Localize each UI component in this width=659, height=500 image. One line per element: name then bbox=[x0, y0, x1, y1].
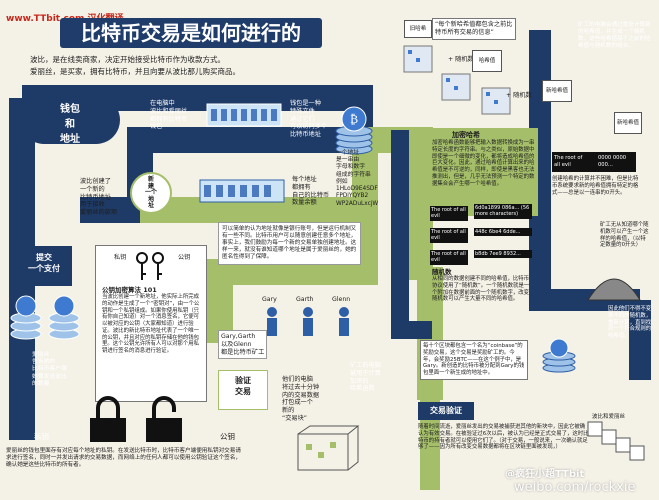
intro: 波比，是在线卖商家，决定开始接受比特币作为收款方式。 爱丽丝，是买家，拥有比特币… bbox=[30, 54, 310, 78]
miner-name-garth: Garth bbox=[296, 296, 314, 303]
winner-coin-stack-icon bbox=[542, 338, 576, 373]
weibo-handle: @疯狂小超TTbit bbox=[505, 469, 585, 480]
verify-label: 验证 交易 bbox=[218, 370, 268, 410]
miner-name-gary: Gary bbox=[262, 296, 277, 303]
block-cube-icon bbox=[297, 425, 360, 471]
public-key-label: 公钥 bbox=[178, 254, 191, 261]
verify-label-text: 验证 交易 bbox=[235, 376, 251, 396]
wallet-label: 钱包 和 地址 bbox=[60, 104, 80, 145]
hash-block-note: “每个新哈希值都包含之前比特币所有交易的信息” bbox=[432, 18, 516, 40]
intro-line-2: 爱丽丝，是买家，拥有比特币，并且向要从波比那儿购买商品。 bbox=[30, 67, 240, 76]
random-text: 从相同的数据创建不同的哈希值，比特币协议使用了“随机数”。一个随机数就是一个附加… bbox=[432, 276, 530, 303]
miner-note: Gary,Garth 以及Glenn 都是比特币矿工 bbox=[218, 330, 268, 360]
grind-note: 因此他们不得不变换不同的随机数，重新计算，直到找到一个符合规则的哈希值。 bbox=[608, 306, 652, 339]
payment-coin-stacks-icon bbox=[10, 295, 80, 340]
payment-footer-text: 爱丽丝的钱包里面存有对应每个地址的私钥。在发送比特币时，比特币客户端便用私钥对交… bbox=[6, 448, 241, 468]
zeros-sample: The root of all evil 0000 0000 000... bbox=[552, 152, 636, 172]
crypto-hash-panel bbox=[428, 128, 538, 216]
zeros-note: 创建哈希的计算并不困难，但是比特币系统要求新的哈希值拥有特定的格式——总是以一连… bbox=[552, 176, 639, 196]
new-hash-box: 新哈希值 bbox=[542, 80, 572, 102]
hash-value-label: 哈希值 bbox=[478, 58, 496, 64]
new-address-badge: 新 建 一个 地 址 bbox=[130, 172, 172, 214]
miner-name-glenn: Glenn bbox=[332, 296, 351, 303]
hash-old-tag-text: 旧哈希 bbox=[409, 26, 427, 32]
root-text-1: The root of all evil bbox=[430, 206, 468, 221]
crypto-101-card: 私钥 公钥 公钥加密算法 101 当波比创建一个新地址，他实际上所完成的动作是生… bbox=[95, 245, 207, 402]
svg-text:₿: ₿ bbox=[350, 112, 358, 126]
zeros-root-text: The root of all evil bbox=[554, 155, 583, 168]
wallet-label-area: 钱包 和 地址 bbox=[20, 96, 120, 145]
keys-icon bbox=[136, 252, 164, 280]
hash-output-3: b8db 7ee9 8932... bbox=[474, 250, 532, 259]
hash-example-rows: The root of all evil 6d0a1899 086a... (5… bbox=[430, 204, 532, 266]
hash-old-tag: 旧哈希 bbox=[404, 20, 432, 38]
intro-line-1: 波比，是在线卖商家，决定开始接受比特币作为收款方式。 bbox=[30, 55, 225, 64]
hash-value-box: 哈希值 bbox=[472, 50, 502, 72]
random-title: 随机数 bbox=[432, 268, 452, 276]
wallet-note-5: 每个地址 都拥有 自己的比特币 数量余额 bbox=[292, 176, 330, 207]
hash-row-1: The root of all evil 6d0a1899 086a... (5… bbox=[430, 204, 532, 222]
crypto-hash-title: 加密哈希 bbox=[452, 131, 480, 139]
zeros-value: 0000 0000 000... bbox=[598, 155, 627, 168]
locks-icon bbox=[90, 396, 182, 442]
hash-output-2: 448c 6be4 6dde... bbox=[474, 228, 532, 237]
alice-note: 爱丽丝 告诉她的 比特币客户端 她要发送波比 的数量 bbox=[32, 352, 67, 387]
hash-note: 矿工的电脑 被用于计算 加密的 哈希函数 bbox=[350, 362, 381, 393]
transaction-verified-text: 交易验证 bbox=[430, 406, 462, 415]
miners-row: Gary Garth Glenn bbox=[262, 296, 372, 326]
new-hash-label: 新哈希值 bbox=[545, 88, 568, 94]
wallet-note-1: 在电脑中 波比和爱丽丝 都拥有比特币 钱包 bbox=[150, 100, 188, 131]
blocks-stack-icon bbox=[587, 421, 645, 461]
hash-chain-icon bbox=[403, 45, 511, 115]
wallet-note-2: 钱包是一种 特殊文件 通过它们 可以访问多个 比特币地址 bbox=[290, 100, 328, 138]
wallet-servers-2-icon bbox=[199, 179, 285, 203]
hash-row-3: The root of all evil b8db 7ee9 8932... bbox=[430, 248, 532, 266]
wallet-note-4: 波比创建了 一个新的 比特币地址 用于接收 爱丽丝的款项 bbox=[80, 178, 118, 216]
hash-row-2: The root of all evil 448c 6be4 6dde... bbox=[430, 226, 532, 244]
new-hash-box-2: 新哈希值 bbox=[614, 112, 642, 134]
crypto-101-text: 当波比创建一个新地址，他实际上所完成的动作是生成了一个“密钥对”，由一个公钥和一… bbox=[102, 294, 200, 354]
coin-heap-icon bbox=[587, 278, 641, 301]
wallet-servers-icon bbox=[206, 103, 282, 127]
new-hash-label-2: 新哈希值 bbox=[616, 120, 639, 126]
crypto-hash-text: 加密哈希函数能够把输入数据转换成为一串特定长度的字符串。与之类似，原始数据中即使… bbox=[432, 140, 535, 187]
page-title-text: 比特币交易是如何进行的 bbox=[81, 21, 301, 45]
watermark: weibo.com/rockxie bbox=[514, 480, 636, 495]
hash-miner-note: 矿工的电脑会通过重复计算新的哈希值，并生成一个随机数，这些哈希值基于之前的哈希值… bbox=[578, 22, 651, 49]
submit-payment-text: 提交 一个支付 bbox=[28, 253, 60, 273]
miners-icon bbox=[267, 307, 349, 336]
final-text: 随着时间流逝，爱丽丝发出的交易被捕获进其他的新块中，因此它被确认为有效交易。在被… bbox=[418, 424, 589, 451]
coinbase-text: 每十个区块都包含一个名为“coinbase”的奖励交易，这个交易是奖励矿工的。今… bbox=[420, 340, 528, 380]
payment-private-key-label: 私钥 bbox=[34, 432, 49, 441]
page-title: 比特币交易是如何进行的 bbox=[60, 18, 322, 48]
root-text-3: The root of all evil bbox=[430, 250, 468, 265]
private-key-label: 私钥 bbox=[114, 254, 127, 261]
bank-note: 可以简单的认为地址就像是银行账号，但是运行机制又有一些不同。比特币用户可以随意创… bbox=[218, 222, 361, 265]
bob-alice-block-label: 波比和爱丽丝 bbox=[592, 414, 626, 420]
computers-note: 他们的电脑 将过去十分钟 内的交易数据 打包成一个 新的 “交易块” bbox=[282, 376, 320, 422]
guess-note: 矿工无从知道哪个随机数可以产生一个这样的哈希值，（以特定数量的0开头） bbox=[600, 222, 649, 249]
submit-payment-label: 提交 一个支付 bbox=[16, 246, 72, 286]
payment-public-key-label: 公钥 bbox=[220, 432, 235, 441]
crypto-101-title: 公钥加密算法 101 bbox=[102, 286, 157, 294]
coin-stack-icon: ₿ bbox=[335, 106, 373, 155]
transaction-verified-label: 交易验证 bbox=[418, 402, 474, 420]
hash-output-1: 6d0a1899 086a... (56 more characters) bbox=[474, 204, 532, 219]
root-text-2: The root of all evil bbox=[430, 228, 468, 243]
random-label-1: + 随机数 bbox=[448, 56, 474, 63]
wallet-note-3: 一个地址 是一串由 字母和数字 组成的字符串 例如 1HLoD9E4SDF FP… bbox=[336, 150, 379, 207]
new-address-label: 新 建 一个 地 址 bbox=[144, 176, 157, 210]
random-label-2: + 随机数 bbox=[506, 92, 532, 99]
